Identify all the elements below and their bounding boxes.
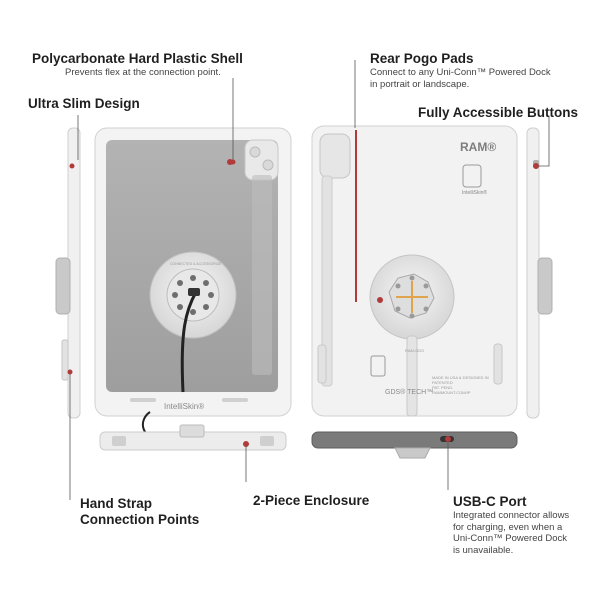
callout-slim: Ultra Slim Design — [28, 96, 140, 111]
bottom-edge-view — [311, 431, 518, 459]
callout-shell: Polycarbonate Hard Plastic Shell Prevent… — [32, 51, 243, 79]
made-line-4: RAMMOUNT.COM/IP — [432, 390, 471, 395]
side-profile-right — [526, 127, 553, 419]
callout-strap: Hand Strap Connection Points — [80, 496, 199, 528]
usbc-title: USB-C Port — [453, 494, 527, 509]
side-profile-left — [55, 127, 81, 419]
shell-desc: Prevents flex at the connection point. — [65, 67, 221, 78]
made-line-3: PAT. PEND. — [432, 385, 454, 390]
callout-pogo: Rear Pogo Pads Connect to any Uni-Conn™ … — [370, 51, 551, 90]
badge-label: IntelliSkin® — [462, 190, 488, 196]
front-brand: IntelliSkin® — [164, 402, 205, 411]
strap-title-2: Connection Points — [80, 512, 200, 527]
model-label: RAM-GDS — [405, 348, 424, 353]
made-line-1: MADE IN USA & DESIGNED IN — [432, 375, 489, 380]
enclosure-bottom-piece — [99, 411, 287, 451]
made-label: MADE IN USA & DESIGNED IN PATENTED PAT. … — [432, 375, 489, 395]
callout-usbc: USB-C Port Integrated connector allows f… — [453, 494, 569, 556]
pogo-desc-1: Connect to any Uni-Conn™ Powered Dock — [370, 67, 551, 78]
callout-enclosure: 2-Piece Enclosure — [253, 493, 370, 508]
front-shell — [94, 127, 292, 417]
made-line-2: PATENTED — [432, 380, 453, 385]
pogo-desc-2: in portrait or landscape. — [370, 78, 470, 90]
callout-buttons: Fully Accessible Buttons — [418, 105, 579, 120]
rear-shell — [311, 125, 518, 417]
ring-text: CONNECTED & ACCESSORIZE — [170, 262, 222, 266]
usbc-desc-3: Uni-Conn™ Powered Dock — [453, 533, 568, 544]
gds-logo: GDS® TECH™ — [385, 389, 434, 396]
shell-title: Polycarbonate Hard Plastic Shell — [32, 51, 243, 66]
brand-logo: RAM® — [460, 140, 497, 154]
usbc-desc-4: is unavailable. — [453, 544, 514, 556]
pogo-title: Rear Pogo Pads — [370, 51, 474, 66]
callout-lines — [69, 60, 550, 500]
usbc-desc-1: Integrated connector allows — [453, 510, 570, 521]
strap-title-1: Hand Strap — [80, 496, 153, 511]
usbc-desc-2: for charging, even when a — [453, 521, 563, 533]
callout-dots — [67, 159, 236, 375]
